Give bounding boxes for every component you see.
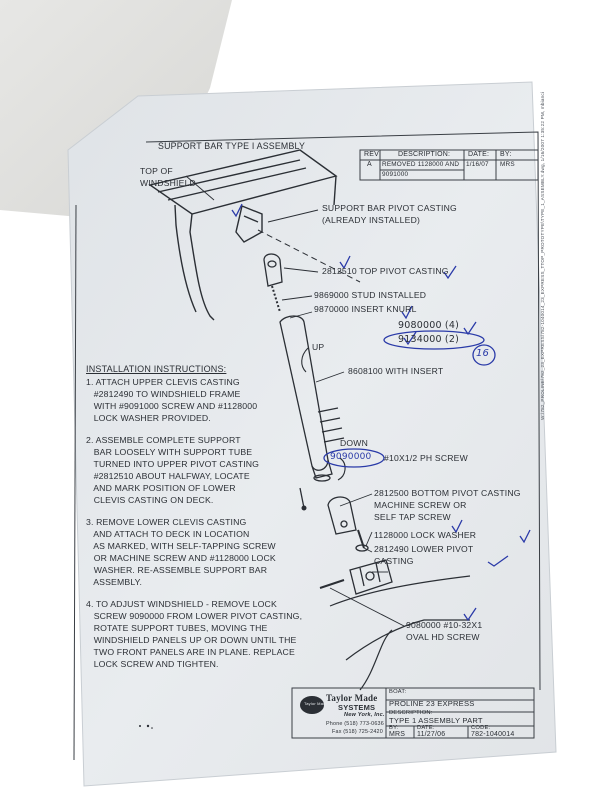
part-9134000-qty: 9134000 (2) <box>398 334 459 345</box>
callout-oval-screw: 9080000 #10-32X1 <box>406 620 483 630</box>
callout-knurl: 9870000 INSERT KNURL <box>314 304 417 314</box>
company-systems: SYSTEMS <box>338 703 376 712</box>
code-value: 782-1040014 <box>471 731 515 738</box>
date-label: DATE: <box>417 725 435 731</box>
callout-self-tap: SELF TAP SCREW <box>374 512 451 522</box>
description-label: DESCRIPTION: <box>389 710 433 716</box>
company-location: New York, Inc. <box>344 712 385 718</box>
callout-top-of-windshield: TOP OF <box>140 166 173 176</box>
lower-clevis-casting-drawing <box>319 559 393 595</box>
revision-table: REV DESCRIPTION: DATE: BY: A REMOVED 112… <box>360 150 538 180</box>
instructions-heading: INSTALLATION INSTRUCTIONS: <box>86 364 227 374</box>
handwritten-9090000: 9090000 <box>330 452 372 462</box>
callout-oval-hd: OVAL HD SCREW <box>406 632 480 642</box>
instruction-step-2: 2. ASSEMBLE COMPLETE SUPPORT BAR LOOSELY… <box>86 435 260 506</box>
callout-lock-washer: 1128000 LOCK WASHER <box>374 530 477 540</box>
instruction-step-3: 3. REMOVE LOWER CLEVIS CASTING AND ATTAC… <box>86 517 276 588</box>
instruction-step-1: 1. ATTACH UPPER CLEVIS CASTING #2812490 … <box>86 377 258 424</box>
company-fax: Fax (518) 725-2420 <box>332 729 383 735</box>
instruction-step-4: 4. TO ADJUST WINDSHIELD - REMOVE LOCK SC… <box>86 599 303 670</box>
callout-bottom-pivot: 2812500 BOTTOM PIVOT CASTING <box>374 488 521 498</box>
deck-curves <box>329 575 471 691</box>
rev-description-line1: REMOVED 1128000 AND <box>382 161 460 168</box>
callout-lower-pivot: 2812490 LOWER PIVOT <box>374 544 474 554</box>
callout-tube: 8608100 WITH INSERT <box>348 366 444 376</box>
rev-header: REV <box>364 151 379 158</box>
description-header: DESCRIPTION: <box>398 151 451 158</box>
callout-top-pivot: 2812510 TOP PIVOT CASTING <box>322 266 449 276</box>
callout-ph-screw: #10X1/2 PH SCREW <box>384 453 468 463</box>
sheet-title: SUPPORT BAR TYPE I ASSEMBLY <box>158 141 306 151</box>
date-header: DATE: <box>468 151 490 158</box>
rev-by: MRS <box>500 161 515 168</box>
callout-already-installed: (ALREADY INSTALLED) <box>322 215 421 225</box>
by-header: BY: <box>500 151 512 158</box>
callout-up: UP <box>312 342 325 352</box>
file-path-label: W:\782_PROLINE\782_23_EXPRESS\782-104001… <box>540 91 545 420</box>
envelope-corner <box>0 0 232 222</box>
callout-windshield: WINDSHIELD <box>140 178 196 188</box>
by-label: BY: <box>389 725 399 731</box>
company-phone: Phone (518) 773-0636 <box>326 721 384 727</box>
rev-value: A <box>367 161 372 168</box>
part-9080000-qty: 9080000 (4) <box>398 320 459 331</box>
paper-sheet <box>67 81 557 787</box>
company-name: Taylor Made <box>326 693 378 703</box>
company-logo <box>300 696 324 714</box>
handwritten-marks <box>231 203 531 622</box>
boat-value: PROLINE 23 EXPRESS <box>389 699 475 708</box>
windshield-frame-drawing <box>148 149 338 321</box>
callout-pivot-casting: SUPPORT BAR PIVOT CASTING <box>322 203 457 213</box>
circled-16 <box>472 344 496 366</box>
code-label: CODE: <box>471 725 491 731</box>
handwritten-16: 16 <box>476 348 490 359</box>
by-value: MRS <box>389 731 406 738</box>
circled-9090000 <box>323 448 385 468</box>
date-value: 11/27/06 <box>417 731 446 738</box>
top-pivot-casting-drawing <box>263 253 283 313</box>
boat-label: BOAT: <box>389 689 407 695</box>
circled-part-a <box>383 330 485 350</box>
description-value: TYPE 1 ASSEMBLY PART <box>389 716 483 725</box>
rev-date: 1/16/07 <box>466 161 489 168</box>
callout-machine-screw: MACHINE SCREW OR <box>374 500 467 510</box>
logo-text: Taylor Made <box>304 701 328 706</box>
bottom-pivot-casting-drawing <box>327 496 369 552</box>
callout-stud: 9869000 STUD INSTALLED <box>314 290 427 300</box>
drawing-border <box>145 131 541 691</box>
rev-description-line2: 9091000 <box>382 171 409 178</box>
callout-lower-pivot-casting: CASTING <box>374 556 414 566</box>
support-tube-drawing <box>279 315 345 482</box>
callout-down: DOWN <box>340 438 369 448</box>
